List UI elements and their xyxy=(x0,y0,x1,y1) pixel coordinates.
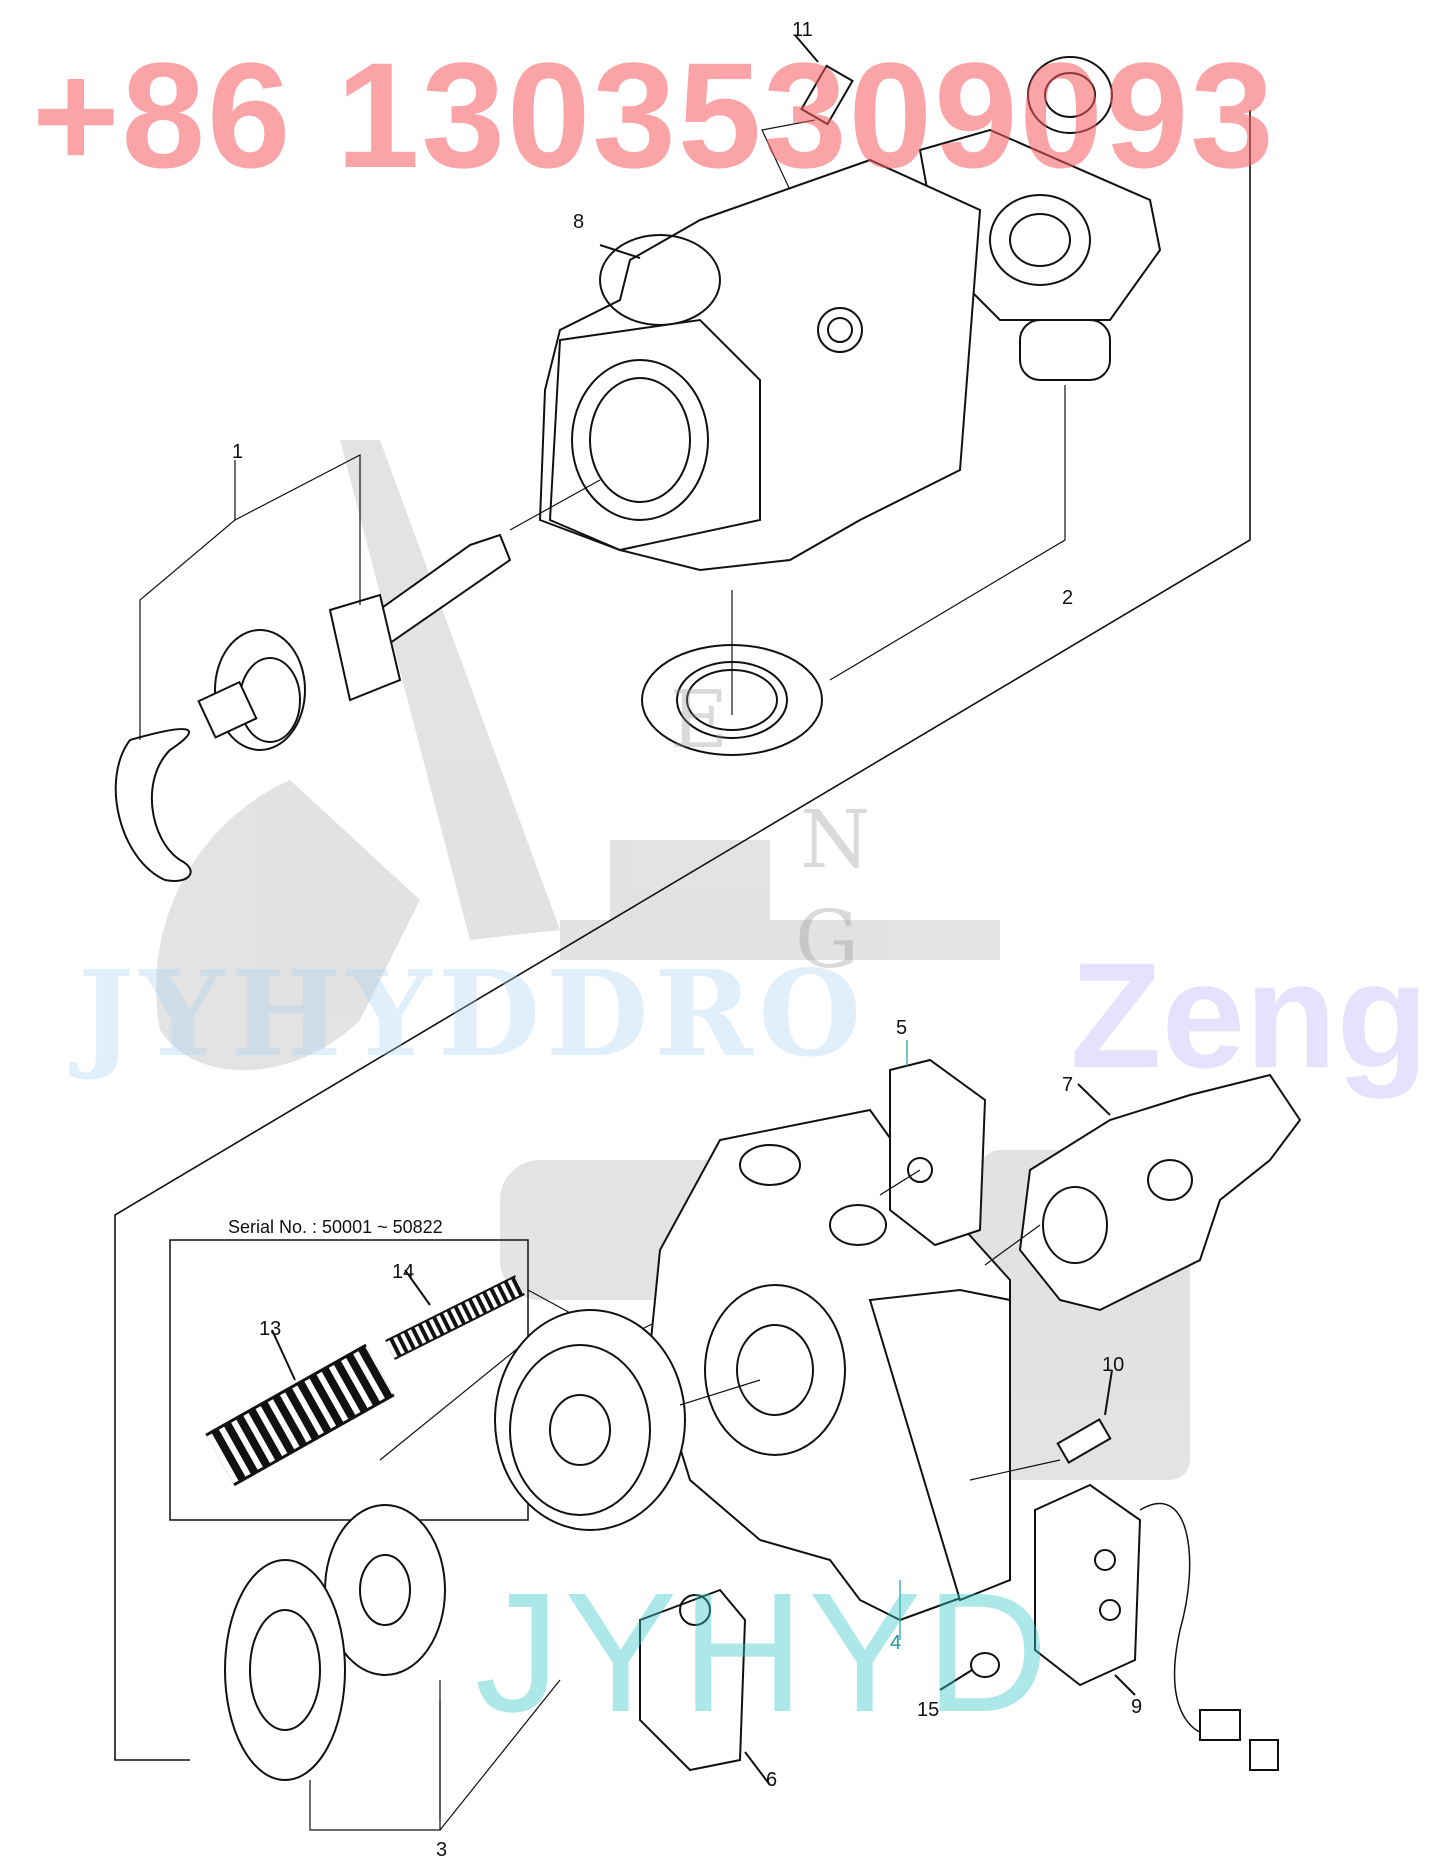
part-label-6: 6 xyxy=(766,1769,778,1791)
part-label-7: 7 xyxy=(1062,1074,1074,1096)
watermark-zeng: Zeng xyxy=(1070,931,1429,1099)
part-label-5: 5 xyxy=(896,1017,908,1039)
part-label-11: 11 xyxy=(792,19,813,41)
part-4-head xyxy=(648,1108,1011,1640)
part-13-spring xyxy=(205,1329,395,1487)
part-14-spring xyxy=(385,1269,525,1360)
part-2-seal xyxy=(641,590,823,756)
part-label-14: 14 xyxy=(392,1261,415,1283)
part-2-bearing-plate xyxy=(829,56,1162,681)
part-label-1: 1 xyxy=(232,441,244,463)
watermark-jyhydro: JYHYDDRO xyxy=(78,944,868,1083)
part-6-block xyxy=(639,1588,771,1786)
part-8-housing xyxy=(538,158,982,572)
watermark-jyhyd: JYHYD xyxy=(475,1558,1053,1748)
watermark-logo-n: N xyxy=(800,793,870,886)
part-9-solenoid xyxy=(1034,1483,1279,1771)
part-label-3: 3 xyxy=(436,1839,448,1861)
watermark-phone-number: +86 13035309093 xyxy=(32,31,1276,199)
watermark-logo-g: G xyxy=(795,893,859,986)
part-10-fitting xyxy=(969,1369,1113,1481)
part-label-4: 4 xyxy=(890,1632,902,1654)
part-1-shaft xyxy=(114,454,601,882)
part-7-gear-pump xyxy=(984,1073,1302,1312)
part-label-15: 15 xyxy=(917,1699,940,1721)
part-label-2: 2 xyxy=(1062,587,1074,609)
serial-number-label: Serial No. : 50001 ~ 50822 xyxy=(228,1217,443,1237)
part-label-10: 10 xyxy=(1102,1354,1125,1376)
part-label-9: 9 xyxy=(1131,1696,1143,1718)
part-11-fitting xyxy=(761,34,861,341)
part-label-8: 8 xyxy=(573,211,585,233)
part-label-13: 13 xyxy=(259,1318,282,1340)
part-3-cylinder xyxy=(224,1309,761,1831)
watermark-logo-e: E xyxy=(670,673,729,766)
part-15-plug xyxy=(939,1652,1000,1691)
part-5-plate xyxy=(879,1040,987,1247)
